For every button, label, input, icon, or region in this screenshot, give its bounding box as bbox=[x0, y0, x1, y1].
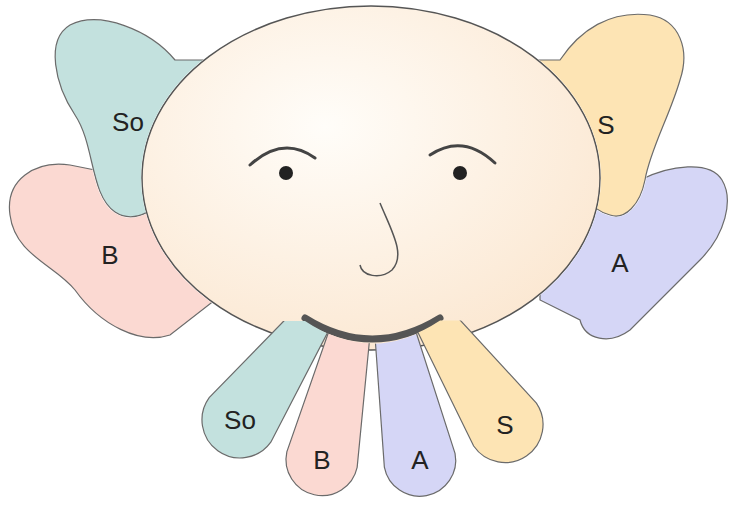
petal-outline bbox=[540, 167, 727, 339]
left-eyebrow bbox=[250, 148, 315, 165]
petal-label: A bbox=[611, 250, 628, 276]
petal: B bbox=[283, 298, 376, 499]
right-eyebrow bbox=[430, 146, 495, 163]
nose bbox=[360, 203, 398, 276]
petal: B bbox=[0, 155, 220, 350]
petal: S bbox=[406, 292, 546, 466]
left-eye bbox=[279, 166, 293, 180]
right-eye bbox=[453, 166, 467, 180]
petal-label: B bbox=[313, 447, 330, 473]
petal-label: S bbox=[597, 112, 614, 138]
petal-label: B bbox=[101, 242, 118, 268]
petal-outline bbox=[409, 295, 543, 463]
petal-outline bbox=[9, 164, 215, 337]
petal: A bbox=[530, 155, 734, 350]
petal-shape bbox=[530, 155, 734, 350]
petal-label: So bbox=[112, 109, 144, 135]
petal-label: A bbox=[411, 447, 428, 473]
petal-label: So bbox=[224, 407, 256, 433]
petal-outline bbox=[286, 301, 373, 496]
petal-shape bbox=[406, 292, 546, 466]
petal-label: S bbox=[496, 412, 513, 438]
